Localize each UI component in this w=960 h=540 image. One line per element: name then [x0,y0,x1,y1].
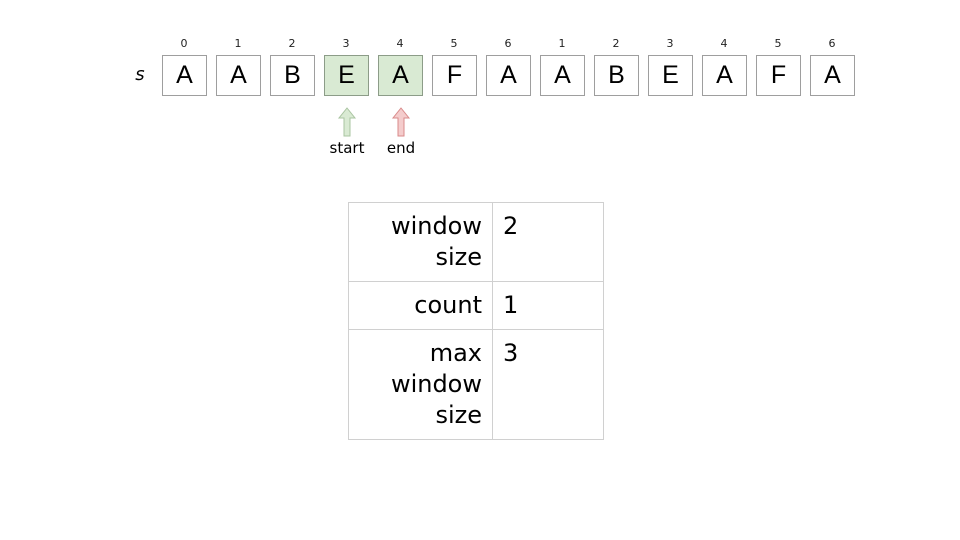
array-index-label: 4 [396,37,404,50]
array-index-label: 6 [828,37,836,50]
start-pointer-arrow-icon [337,107,357,137]
array-cell: A [216,55,261,96]
state-row-max-window-size: max window size 3 [348,329,604,440]
state-value: 2 [492,202,604,282]
array-cell: F [756,55,801,96]
array-index-label: 4 [720,37,728,50]
array-index-label: 5 [450,37,458,50]
array-index-label: 6 [504,37,512,50]
array-index-label: 1 [558,37,566,50]
state-row-count: count 1 [348,281,604,330]
array-cell: A [810,55,855,96]
array-cell: B [594,55,639,96]
array-index-label: 2 [612,37,620,50]
array-cell: F [432,55,477,96]
state-key: max window size [348,329,493,440]
array-index-label: 3 [666,37,674,50]
end-pointer-label: end [386,139,416,157]
array-index-label: 0 [180,37,188,50]
state-value: 1 [492,281,604,330]
end-pointer-arrow-icon [391,107,411,137]
array-cell: A [378,55,423,96]
array-index-label: 3 [342,37,350,50]
array-cell: A [540,55,585,96]
array-cell: A [162,55,207,96]
state-table: window size 2 count 1 max window size 3 [348,202,604,440]
array-cell: E [324,55,369,96]
string-label: s [135,64,145,85]
start-pointer-label: start [329,139,365,157]
state-key: count [348,281,493,330]
array-cell: A [702,55,747,96]
state-value: 3 [492,329,604,440]
array-index-label: 2 [288,37,296,50]
array-cell: E [648,55,693,96]
array-index-label: 5 [774,37,782,50]
state-key: window size [348,202,493,282]
array-cell: B [270,55,315,96]
array-cell: A [486,55,531,96]
state-row-window-size: window size 2 [348,202,604,282]
array-index-label: 1 [234,37,242,50]
